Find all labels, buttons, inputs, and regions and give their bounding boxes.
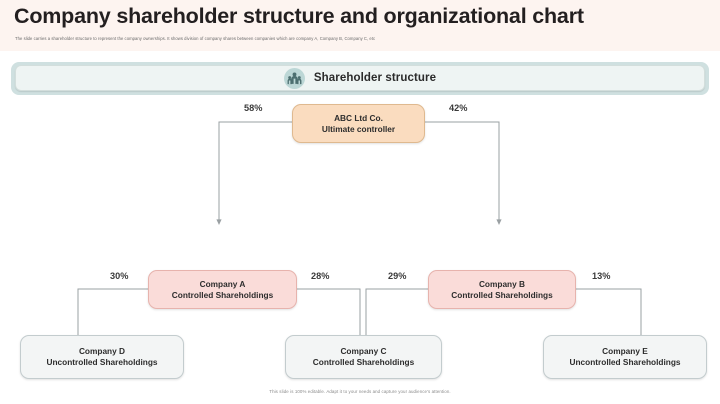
node-company-c-line1: Company C <box>340 346 387 356</box>
node-company-b-line1: Company B <box>478 278 526 289</box>
node-company-e-line1: Company E <box>602 346 648 356</box>
section-bar: Shareholder structure <box>11 62 709 95</box>
footer-note: This slide is 100% editable. Adapt it to… <box>269 389 451 394</box>
node-company-e-line2: Uncontrolled Shareholdings <box>569 357 681 367</box>
edge-label-company-b-to-company-e: 13% <box>592 271 611 281</box>
node-company-a-line1: Company A <box>199 278 246 289</box>
node-abc-line2: Ultimate controller <box>321 123 396 134</box>
section-bar-inner: Shareholder structure <box>15 65 705 91</box>
node-company-a[interactable]: Company A Controlled Shareholdings <box>148 270 297 309</box>
node-company-b[interactable]: Company B Controlled Shareholdings <box>428 270 576 309</box>
node-abc[interactable]: ABC Ltd Co. Ultimate controller <box>292 104 425 143</box>
edge-label-abc-to-company-a: 58% <box>244 103 263 113</box>
node-company-e[interactable]: Company E Uncontrolled Shareholdings <box>543 335 707 379</box>
node-company-a-line2: Controlled Shareholdings <box>171 289 274 300</box>
node-company-d-line1: Company D <box>78 346 126 356</box>
people-group-icon <box>283 67 305 89</box>
edge-label-abc-to-company-b: 42% <box>449 103 468 113</box>
section-bar-content: Shareholder structure <box>16 66 704 90</box>
node-company-d[interactable]: Company D Uncontrolled Shareholdings <box>20 335 184 379</box>
edge-label-company-a-to-company-d: 30% <box>110 271 129 281</box>
node-company-d-line2: Uncontrolled Shareholdings <box>46 357 158 367</box>
node-company-b-line2: Controlled Shareholdings <box>451 289 553 300</box>
slide-header-band: Company shareholder structure and organi… <box>0 0 720 51</box>
page-subtitle: The slide carries a shareholder structur… <box>15 36 376 41</box>
node-company-c-line2: Controlled Shareholdings <box>312 357 415 367</box>
edge-label-company-a-to-company-c: 28% <box>311 271 330 281</box>
node-abc-line1: ABC Ltd Co. <box>334 112 383 123</box>
section-bar-label: Shareholder structure <box>313 72 437 84</box>
slide-body: Shareholder structure <box>0 51 720 404</box>
page-title: Company shareholder structure and organi… <box>14 4 584 28</box>
node-company-c[interactable]: Company C Controlled Shareholdings <box>285 335 442 379</box>
edge-label-company-b-to-company-c: 29% <box>388 271 407 281</box>
